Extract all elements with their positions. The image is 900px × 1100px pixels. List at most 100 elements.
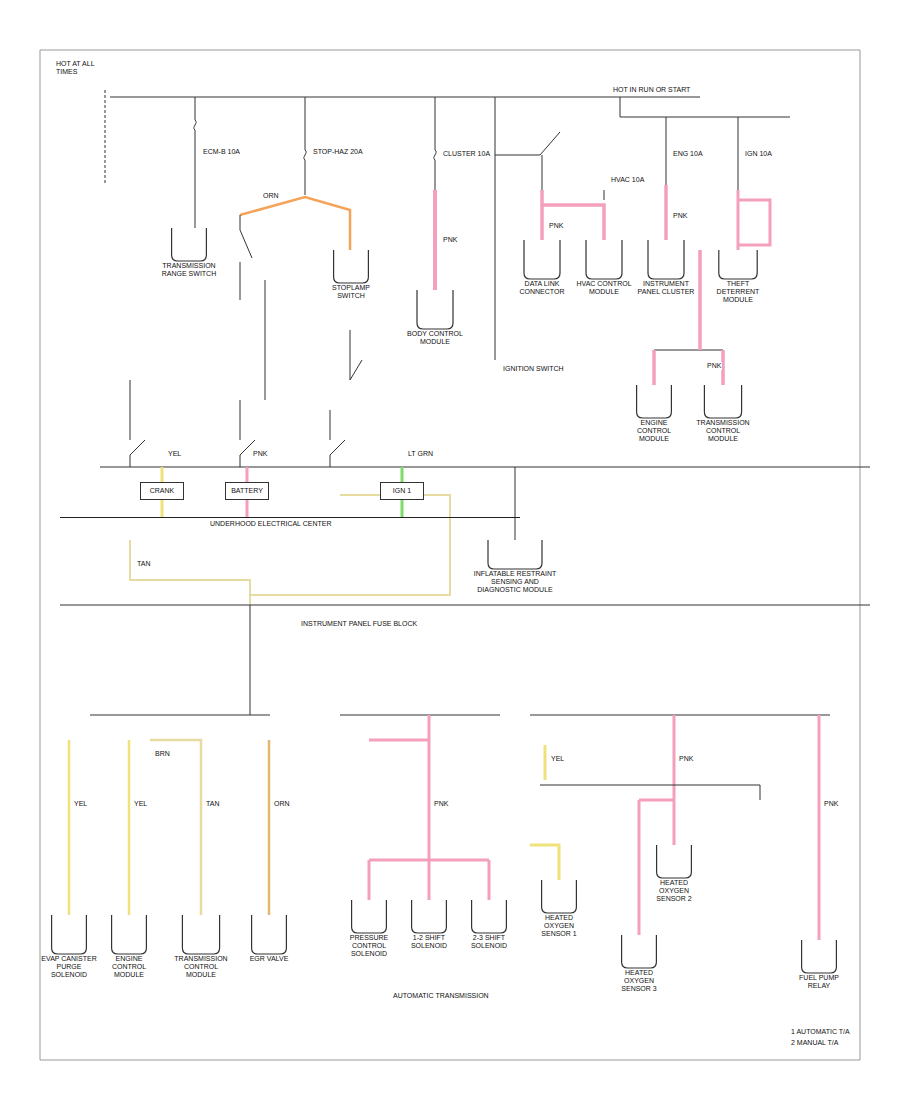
component: 1-2 SHIFT SOLENOID: [400, 900, 458, 950]
component: TRANSMISSION CONTROL MODULE: [692, 385, 754, 443]
diagram-label: TAN: [136, 560, 151, 568]
wire: [40, 50, 860, 1060]
component-name: ENGINE CONTROL MODULE: [100, 955, 158, 979]
wire: [304, 97, 306, 195]
component-name: FUEL PUMP RELAY: [790, 974, 848, 990]
diagram-label: TAN: [205, 800, 220, 808]
connector-shape: [160, 228, 218, 262]
diagram-label: LT GRN: [407, 450, 434, 458]
diagram-label: ENG 10A: [672, 150, 704, 158]
diagram-label: INSTRUMENT PANEL FUSE BLOCK: [300, 620, 418, 628]
diagram-label: PNK: [252, 450, 268, 458]
component-name: BATTERY: [231, 487, 263, 495]
wire: [515, 467, 516, 540]
wire: [69, 740, 129, 915]
diagram-label: YEL: [167, 450, 182, 458]
diagram-label: HOT IN RUN OR START: [612, 86, 691, 94]
component: HEATED OXYGEN SENSOR 2: [645, 845, 703, 903]
diagram-label: PNK: [548, 222, 564, 230]
diagram-label: PNK: [823, 800, 839, 808]
diagram-label: YEL: [133, 800, 148, 808]
fuse-box: IGN 1: [380, 482, 424, 500]
component-name: ENGINE CONTROL MODULE: [625, 419, 683, 443]
connector-shape: [340, 900, 398, 934]
component-name: HEATED OXYGEN SENSOR 1: [530, 914, 588, 938]
wire: [194, 97, 196, 228]
diagram-label: STOP-HAZ 20A: [312, 148, 364, 156]
component-name: PRESSURE CONTROL SOLENOID: [340, 934, 398, 958]
component-name: EVAP CANISTER PURGE SOLENOID: [40, 955, 98, 979]
wire: [130, 495, 450, 605]
connector-shape: [610, 935, 668, 969]
fuse-box: BATTERY: [225, 482, 269, 500]
component-name: HVAC CONTROL MODULE: [574, 280, 634, 296]
connector-shape: [512, 240, 572, 280]
component-name: EGR VALVE: [240, 955, 298, 963]
wire: [110, 97, 700, 98]
component-name: DATA LINK CONNECTOR: [512, 280, 572, 296]
wire: [105, 90, 106, 185]
component-outline: [586, 240, 622, 279]
component-outline: [719, 250, 757, 279]
connector-shape: [645, 845, 703, 879]
diagram-label: PNK: [706, 362, 722, 370]
component: ENGINE CONTROL MODULE: [100, 915, 158, 979]
component: TRANSMISSION CONTROL MODULE: [170, 915, 232, 979]
connector-shape: [790, 940, 848, 974]
wire: [60, 604, 870, 605]
diagram-label: PNK: [678, 755, 694, 763]
component: EGR VALVE: [240, 915, 298, 963]
diagram-label: BRN: [154, 750, 171, 758]
connector-shape: [470, 540, 560, 570]
component-outline: [524, 240, 560, 279]
component-outline: [182, 915, 219, 954]
component: HVAC CONTROL MODULE: [574, 240, 634, 296]
component-outline: [412, 900, 447, 933]
diagram-label: 1 AUTOMATIC T/A: [790, 1028, 851, 1036]
component-outline: [704, 385, 741, 418]
wire: [530, 745, 559, 880]
component-name: THEFT DETERRENT MODULE: [706, 280, 770, 304]
component: 2-3 SHIFT SOLENOID: [460, 900, 518, 950]
component-name: TRANSMISSION CONTROL MODULE: [170, 955, 232, 979]
component-outline: [648, 240, 684, 279]
connector-shape: [530, 880, 588, 914]
connector-shape: [322, 250, 380, 284]
component: ENGINE CONTROL MODULE: [625, 385, 683, 443]
component-outline: [172, 228, 207, 261]
component-outline: [252, 915, 287, 954]
wire: [268, 740, 271, 915]
diagram-label: ORN: [273, 800, 291, 808]
wire: [738, 190, 770, 250]
connector-shape: [100, 915, 158, 955]
connector-shape: [170, 915, 232, 955]
component-name: 2-3 SHIFT SOLENOID: [460, 934, 518, 950]
module-band: UNDERHOOD ELECTRICAL CENTERCRANKBATTERYI…: [60, 468, 520, 518]
component-name: INSTRUMENT PANEL CLUSTER: [636, 280, 696, 296]
component-name: HEATED OXYGEN SENSOR 3: [610, 969, 668, 993]
diagram-label: PNK: [672, 212, 688, 220]
wire: [130, 380, 330, 440]
component-outline: [352, 900, 387, 933]
diagram-label: YEL: [550, 755, 565, 763]
connector-shape: [405, 290, 465, 330]
wire: [130, 440, 345, 467]
connector-shape: [706, 250, 770, 280]
component-name: TRANSMISSION CONTROL MODULE: [692, 419, 754, 443]
component-outline: [488, 540, 542, 569]
diagram-label: ECM-B 10A: [202, 148, 241, 156]
connector-shape: [40, 915, 98, 955]
diagram-label: IGNITION SWITCH: [502, 365, 565, 373]
connector-shape: [400, 900, 458, 934]
connector-shape: [574, 240, 634, 280]
diagram-label: HVAC 10A: [610, 176, 645, 184]
wire: [369, 715, 489, 900]
component-outline: [417, 290, 453, 329]
component: BODY CONTROL MODULE: [405, 290, 465, 346]
diagram-label: YEL: [73, 800, 88, 808]
component: INFLATABLE RESTRAINT SENSING AND DIAGNOS…: [470, 540, 560, 594]
component: DATA LINK CONNECTOR: [512, 240, 572, 296]
wire: [434, 97, 436, 190]
diagram-label: PNK: [433, 800, 449, 808]
diagram-label: CLUSTER 10A: [442, 150, 491, 158]
